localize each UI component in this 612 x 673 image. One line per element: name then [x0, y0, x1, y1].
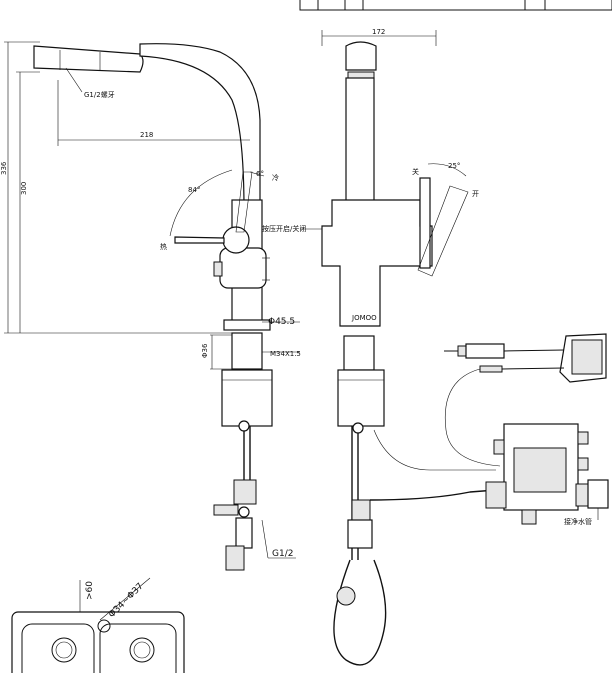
label-purify-pipe: 接净水管 — [564, 517, 592, 526]
front-lever-open — [417, 185, 469, 277]
dim-thread: M34X1.5 — [270, 350, 301, 358]
power-plug — [457, 345, 467, 357]
label-g12: G1/2 — [272, 549, 293, 559]
rotate-arc — [169, 169, 233, 237]
handle-lever-upright — [235, 171, 253, 233]
sink-outline — [11, 611, 185, 673]
label-close: 关 — [412, 167, 419, 176]
title-block — [299, 0, 612, 11]
label-hot: 热 — [160, 242, 167, 251]
side-view: 336 300 G1/2螺牙 218 84° 6° 冷 热 — [0, 41, 301, 571]
dim-gap60: >60 — [85, 581, 95, 600]
dim-300: 300 — [20, 182, 28, 195]
front-spray-head — [345, 41, 377, 71]
angle-valve — [233, 479, 257, 505]
brand-mark: JOMOO — [351, 314, 377, 322]
front-view: 172 JOMOO 按压开启/关闭 关 25° 开 — [262, 28, 497, 666]
front-body — [321, 199, 433, 327]
dim-218: 218 — [140, 131, 153, 139]
front-lever-closed — [419, 177, 431, 269]
handle-lever-horizontal — [174, 236, 225, 244]
electronic-module: 接净水管 — [444, 333, 609, 526]
angle-84: 84° — [188, 186, 200, 194]
label-aerator-thread: G1/2螺牙 — [84, 90, 115, 99]
inlet-fitting — [587, 479, 609, 509]
label-push-button: 按压开启/关闭 — [262, 224, 306, 233]
hose-weight — [336, 586, 356, 606]
angle-6: 6° — [256, 170, 264, 178]
spray-head — [33, 45, 144, 73]
front-tube — [345, 77, 375, 203]
pull-hose — [333, 559, 387, 666]
faucet-hole — [97, 619, 111, 633]
angle-25: 25° — [448, 162, 460, 170]
shank — [231, 332, 263, 370]
label-open: 开 — [472, 190, 479, 198]
dim-phi45: Φ45.5 — [268, 317, 295, 327]
sink-cutout: >60 Φ34~Φ37 — [11, 577, 185, 673]
label-cold: 冷 — [272, 173, 279, 182]
mount-nut — [221, 369, 273, 427]
dim-336: 336 — [0, 161, 8, 175]
dim-172: 172 — [372, 28, 385, 36]
dim-phi36: Φ36 — [201, 343, 209, 358]
